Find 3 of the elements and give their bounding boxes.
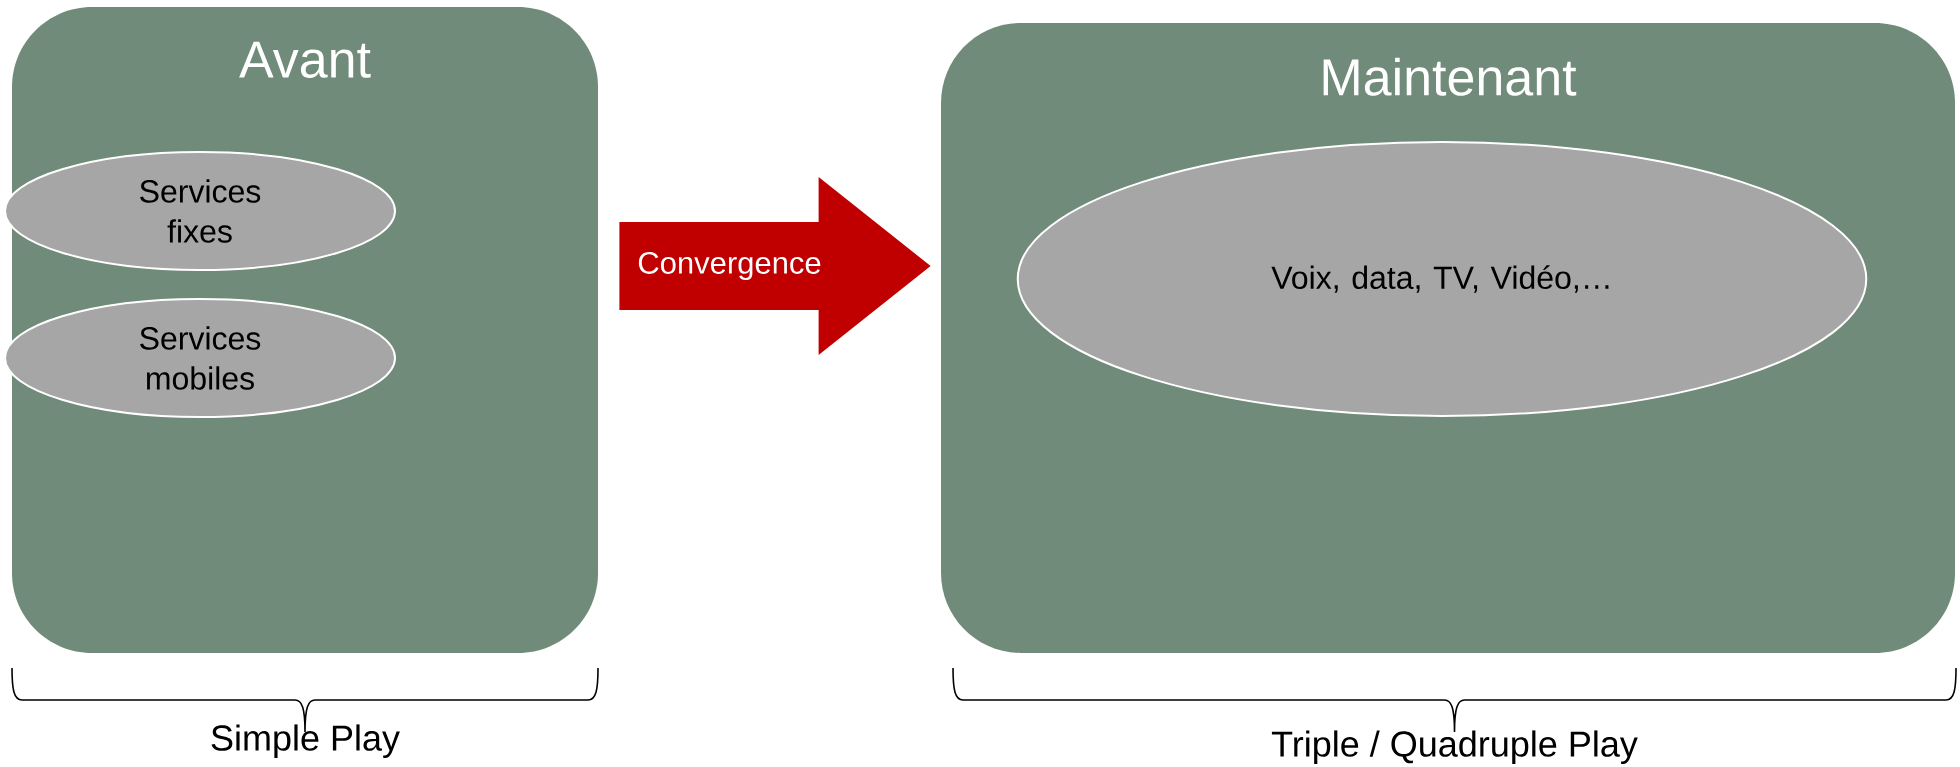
brace-label: Simple Play [211,724,400,758]
brace-label: Triple / Quadruple Play [1271,730,1638,764]
edge-label: Convergence [638,251,821,281]
